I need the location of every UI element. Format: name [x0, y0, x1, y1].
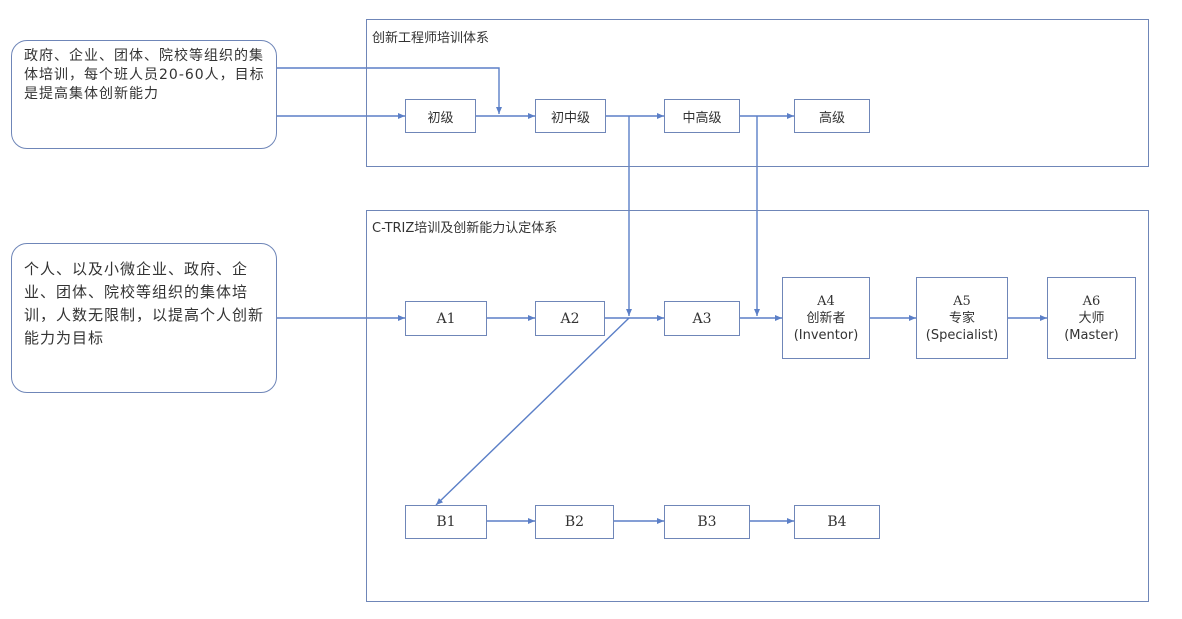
a6-subtitle: (Master) [1064, 327, 1119, 343]
ctriz-frame-title: C-TRIZ培训及创新能力认定体系 [372, 221, 558, 236]
level-lower-mid-node: 初中级 [535, 99, 606, 133]
level-beginner-node: 初级 [405, 99, 476, 133]
a6-master-node: A6 大师 (Master) [1047, 277, 1136, 359]
a5-code: A5 [953, 293, 971, 309]
a6-title: 大师 [1078, 310, 1105, 326]
engineer-training-frame [366, 19, 1149, 167]
individual-training-note: 个人、以及小微企业、政府、企业、团体、院校等组织的集体培训，人数无限制，以提高个… [11, 243, 277, 393]
ctriz-frame [366, 210, 1149, 602]
a1-node: A1 [405, 301, 487, 336]
level-upper-mid-node: 中高级 [664, 99, 740, 133]
a6-code: A6 [1082, 293, 1101, 309]
connector-group-to-lower-mid [276, 67, 502, 114]
level-advanced-node: 高级 [794, 99, 870, 133]
b4-node: B4 [794, 505, 880, 539]
connector-diagonal-to-b1 [435, 317, 630, 506]
a4-subtitle: (Inventor) [793, 327, 859, 343]
a3-node: A3 [664, 301, 740, 336]
a4-inventor-node: A4 创新者 (Inventor) [782, 277, 870, 359]
b1-node: B1 [405, 505, 487, 539]
a4-code: A4 [817, 293, 835, 309]
group-training-note: 政府、企业、团体、院校等组织的集体培训，每个班人员20-60人，目标是提高集体创… [11, 40, 277, 149]
a2-node: A2 [535, 301, 605, 336]
engineer-training-frame-title: 创新工程师培训体系 [372, 31, 490, 46]
a5-specialist-node: A5 专家 (Specialist) [916, 277, 1008, 359]
a5-title: 专家 [948, 310, 975, 326]
a4-title: 创新者 [806, 310, 846, 326]
a5-subtitle: (Specialist) [925, 327, 999, 343]
b2-node: B2 [535, 505, 614, 539]
b3-node: B3 [664, 505, 750, 539]
